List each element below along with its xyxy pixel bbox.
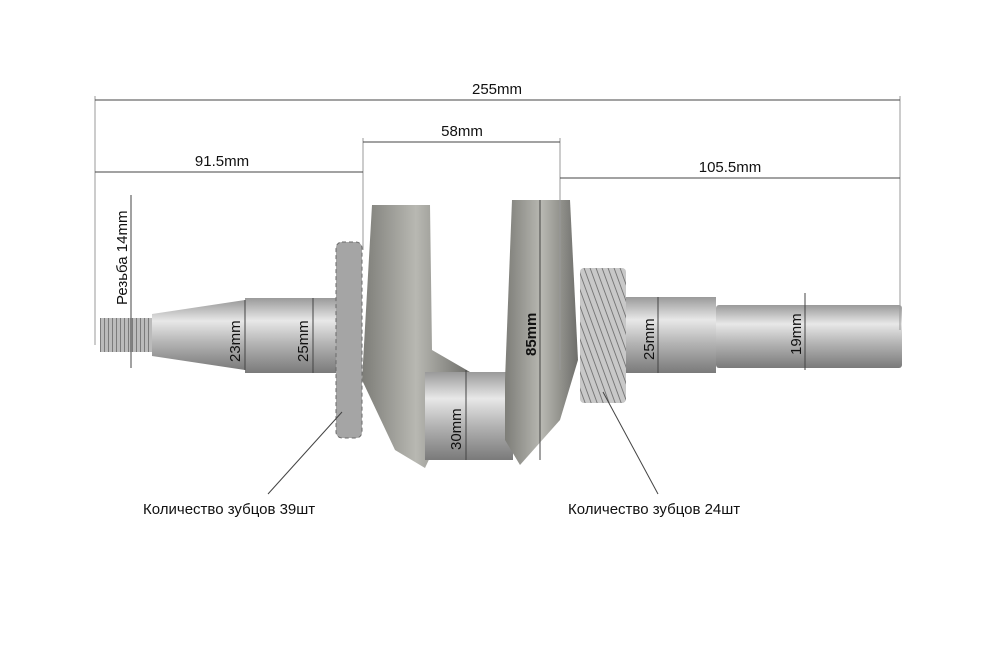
dim-web-height: 85mm <box>523 200 541 460</box>
svg-text:255mm: 255mm <box>472 81 522 98</box>
gear-39-teeth <box>335 241 363 439</box>
callout-left-gear: Количество зубцов 39шт <box>143 411 343 518</box>
callout-right-gear: Количество зубцов 24шт <box>568 391 740 518</box>
right-web <box>505 200 578 465</box>
svg-text:85mm: 85mm <box>523 313 540 356</box>
crankpin <box>425 372 513 460</box>
svg-text:23mm: 23mm <box>227 320 244 362</box>
left-main-journal <box>245 298 340 373</box>
crankshaft <box>100 200 902 468</box>
svg-text:91.5mm: 91.5mm <box>195 153 249 170</box>
svg-text:Количество зубцов 24шт: Количество зубцов 24шт <box>568 501 740 518</box>
dim-web-span: 58mm <box>363 123 560 143</box>
svg-text:58mm: 58mm <box>441 123 483 140</box>
dim-right-section: 105.5mm <box>560 159 900 179</box>
svg-text:Количество зубцов 39шт: Количество зубцов 39шт <box>143 501 315 518</box>
dim-thread: Резьба 14mm <box>114 195 132 368</box>
thread-end <box>100 318 152 352</box>
gear-24-teeth <box>580 268 626 403</box>
dim-left-shaft-diameter: 25mm <box>295 298 314 373</box>
svg-text:25mm: 25mm <box>295 320 312 362</box>
dim-left-section: 91.5mm <box>95 153 363 173</box>
dim-crankpin-diameter: 30mm <box>448 370 467 460</box>
dim-total-length: 255mm <box>95 81 900 101</box>
svg-text:Резьба 14mm: Резьба 14mm <box>114 211 131 305</box>
svg-text:25mm: 25mm <box>641 318 658 360</box>
svg-text:105.5mm: 105.5mm <box>699 159 762 176</box>
dim-pto-diameter: 19mm <box>788 293 806 370</box>
pto-shaft <box>716 305 902 368</box>
tapered-shaft <box>152 300 245 370</box>
dim-taper-diameter: 23mm <box>227 300 246 370</box>
svg-text:30mm: 30mm <box>448 408 465 450</box>
dim-right-shaft-diameter: 25mm <box>641 297 659 373</box>
right-main-journal <box>626 297 716 373</box>
svg-text:19mm: 19mm <box>788 313 805 355</box>
